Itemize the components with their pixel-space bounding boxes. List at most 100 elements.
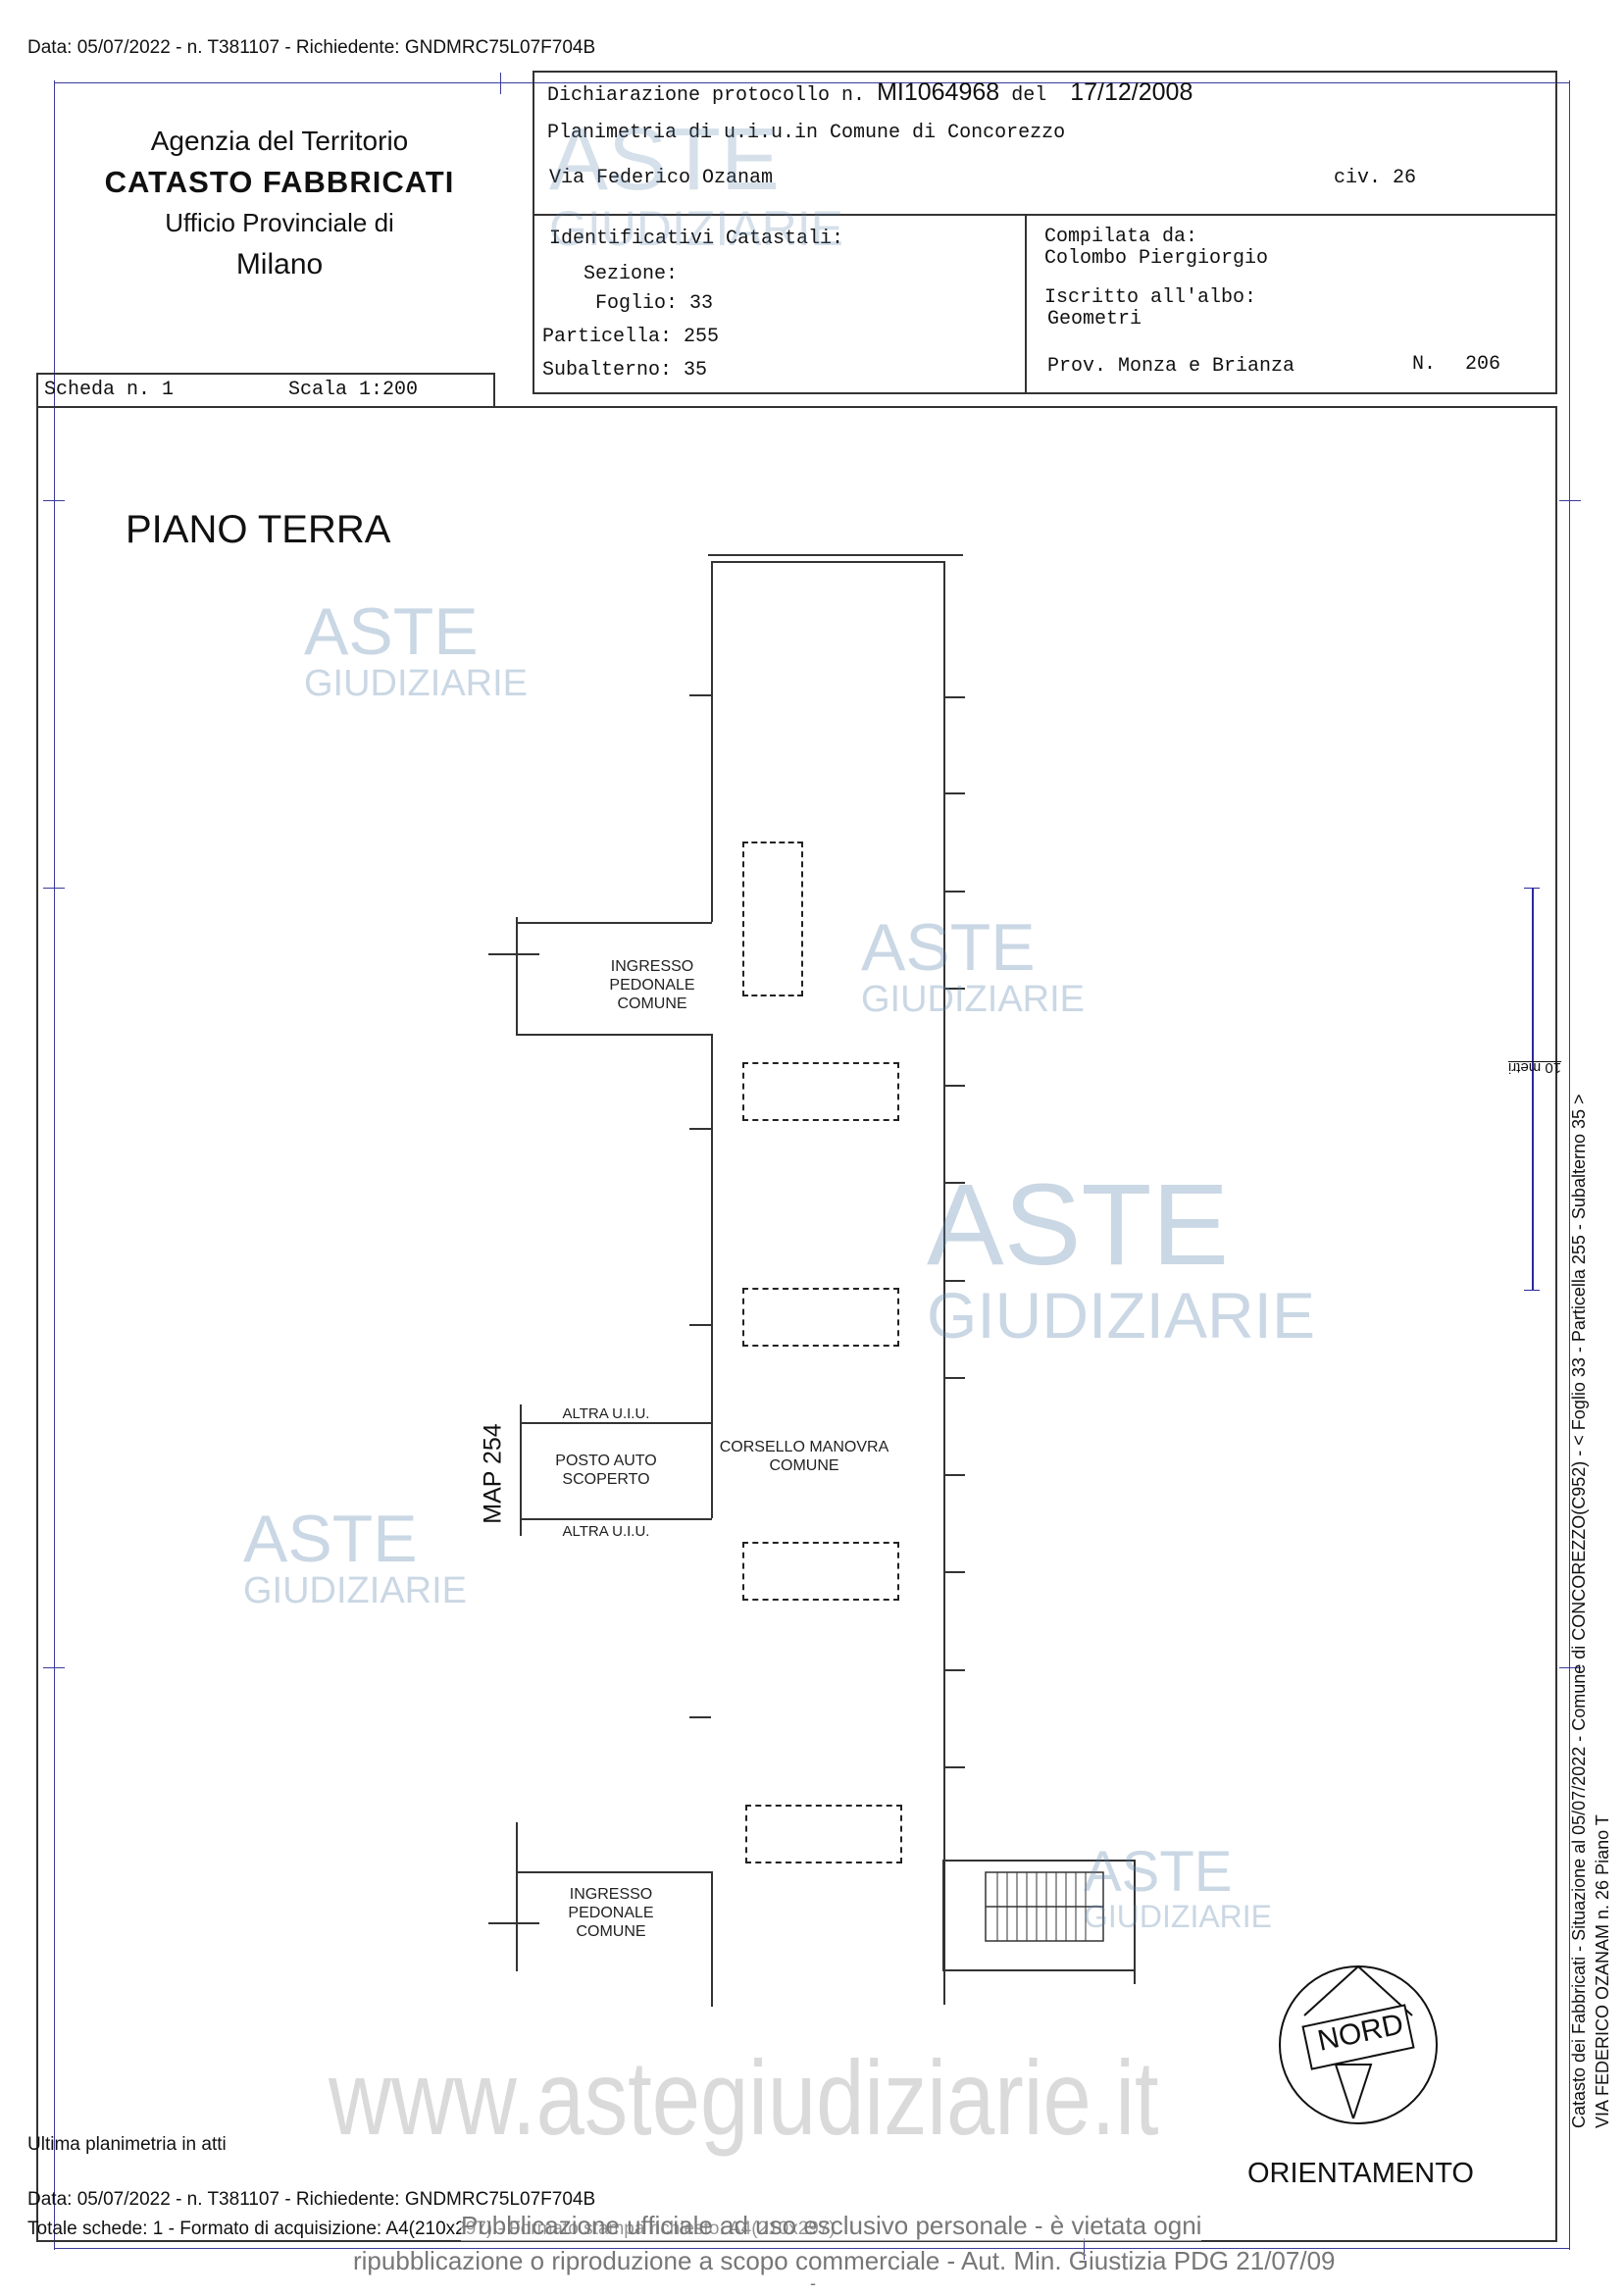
wm-giudiziarie: GIUDIZIARIE xyxy=(927,1279,1316,1352)
parking-space xyxy=(742,1542,899,1601)
wm-aste: ASTE xyxy=(549,111,781,209)
wm-aste: ASTE xyxy=(927,1160,1230,1290)
ufficio-label: Ufficio Provinciale di xyxy=(165,208,394,237)
frame-mark xyxy=(1559,1667,1581,1668)
ingresso-top-label: INGRESSO PEDONALE COMUNE xyxy=(588,957,716,1013)
posto-auto-label: POSTO AUTO SCOPERTO xyxy=(537,1452,675,1489)
protocol-line: Dichiarazione protocollo n. MI1064968 de… xyxy=(547,78,1193,107)
albo-value: Geometri xyxy=(1047,308,1142,331)
scale-bar-cap xyxy=(1524,1290,1540,1291)
gate-mark xyxy=(488,953,539,955)
agency-name: Agenzia del Territorio xyxy=(150,126,409,156)
frame-mark xyxy=(43,500,65,501)
ingresso-bottom-line1: INGRESSO xyxy=(569,1886,653,1903)
wm-aste: ASTE xyxy=(243,1502,418,1576)
parking-space xyxy=(745,1805,902,1863)
watermark-logo: ASTE GIUDIZIARIE xyxy=(1084,1844,1272,1933)
corsello-label: CORSELLO MANOVRA COMUNE xyxy=(706,1438,902,1475)
tick xyxy=(943,1669,965,1671)
foglio-value: 33 xyxy=(689,292,714,315)
office-city: Milano xyxy=(235,248,324,281)
parking-space xyxy=(742,842,803,996)
corsello-line1: CORSELLO MANOVRA xyxy=(719,1439,889,1455)
altra-uiu-bottom-wall xyxy=(520,1518,712,1520)
frame-top-blue xyxy=(54,82,1569,83)
ingresso-bottom-top-wall xyxy=(516,1871,712,1873)
tick xyxy=(943,988,965,990)
gate-mark xyxy=(488,1922,539,1924)
ingresso-bottom-label: INGRESSO PEDONALE COMUNE xyxy=(547,1885,675,1941)
tick xyxy=(943,1474,965,1476)
tick xyxy=(943,891,965,893)
header-divider xyxy=(533,214,1557,216)
scale-bar-cap xyxy=(1524,888,1540,889)
watermark-logo: ASTE GIUDIZIARIE xyxy=(304,598,528,702)
civ-number: 26 xyxy=(1393,167,1417,189)
wm-aste: ASTE xyxy=(304,594,479,669)
corridor-right-wall xyxy=(943,561,945,2005)
ingresso-bottom-left-wall xyxy=(516,1822,518,1971)
compass-icon xyxy=(1279,1964,1438,2124)
corridor-left-wall-lower xyxy=(711,1871,713,2007)
wm-aste: ASTE xyxy=(861,910,1036,985)
footer-dash: - xyxy=(810,2273,816,2293)
particella-label: Particella: xyxy=(542,326,673,348)
n-row: N. 206 xyxy=(1412,353,1500,376)
side-text-line1: Catasto dei Fabbricati - Situazione al 0… xyxy=(1569,1094,1589,2128)
subalterno-label: Subalterno: xyxy=(542,359,673,382)
civ-label: civ. xyxy=(1334,167,1382,189)
frame-left-blue xyxy=(54,80,55,2250)
scheda-scale: Scala 1:200 xyxy=(288,379,419,401)
subalterno-row: Subalterno: 35 xyxy=(542,359,707,382)
protocol-label: Dichiarazione protocollo n. xyxy=(547,84,866,107)
watermark-logo: ASTE GIUDIZIARIE xyxy=(549,116,843,253)
posto-auto-line1: POSTO AUTO xyxy=(555,1453,657,1469)
pub-line2: ripubblicazione o riproduzione a scopo c… xyxy=(353,2246,1336,2275)
ingresso-top-line3: COMUNE xyxy=(617,995,687,1012)
compass-orientamento: ORIENTAMENTO xyxy=(1247,2158,1474,2189)
compilata-label: Compilata da: xyxy=(1044,226,1198,248)
particella-row: Particella: 255 xyxy=(542,326,719,348)
foglio-label: Foglio: xyxy=(595,292,679,315)
ingresso-bottom-wall xyxy=(516,1034,712,1036)
parking-space xyxy=(742,1062,899,1121)
ingresso-bottom-line2: PEDONALE xyxy=(568,1905,654,1921)
map-label: MAP 254 xyxy=(479,1423,507,1524)
street-line: Via Federico Ozanam xyxy=(549,167,774,189)
header-box xyxy=(533,71,1557,394)
ingresso-left-wall xyxy=(516,917,518,1035)
particella-value: 255 xyxy=(684,326,720,348)
tick xyxy=(943,1377,965,1379)
watermark-site: www.astegiudiziarie.it xyxy=(329,2038,1159,2157)
stairs-icon xyxy=(942,1860,1136,1984)
watermark-logo: ASTE GIUDIZIARIE xyxy=(927,1167,1315,1348)
protocol-date: 17/12/2008 xyxy=(1070,78,1193,106)
prov-row: Prov. Monza e Brianza xyxy=(1047,355,1294,378)
tick xyxy=(943,1085,965,1087)
albo-label: Iscritto all'albo: xyxy=(1044,286,1257,309)
scale-bar xyxy=(1532,888,1534,1290)
tick xyxy=(943,1280,965,1282)
civ-line: civ. 26 xyxy=(1334,167,1416,189)
identifiers-title: Identificativi Catastali: xyxy=(549,228,844,250)
tick xyxy=(943,1766,965,1768)
pub-line1: Pubblicazione ufficiale ad uso esclusivo… xyxy=(461,2211,1202,2241)
ingresso-top-line2: PEDONALE xyxy=(609,977,695,994)
ultima-planimetria: Ultima planimetria in atti xyxy=(27,2134,227,2155)
top-data-line: Data: 05/07/2022 - n. T381107 - Richiede… xyxy=(27,37,596,58)
n-value: 206 xyxy=(1465,353,1501,376)
frame-bottom-blue xyxy=(54,2248,1569,2249)
frame-mark xyxy=(43,1667,65,1668)
frame-mark xyxy=(1559,500,1581,501)
side-text-line2: VIA FEDERICO OZANAM n. 26 Piano T xyxy=(1593,1814,1612,2128)
compiler-name: Colombo Piergiorgio xyxy=(1044,247,1269,270)
ingresso-top-line1: INGRESSO xyxy=(610,958,694,975)
tick xyxy=(943,696,965,698)
drawing-frame xyxy=(36,406,1557,2242)
tick xyxy=(689,1716,711,1718)
frame-mark xyxy=(1084,2238,1085,2260)
subalterno-value: 35 xyxy=(684,359,708,382)
header-vdivider xyxy=(1025,214,1027,394)
frame-mark xyxy=(500,73,501,94)
footer-data-line: Data: 05/07/2022 - n. T381107 - Richiede… xyxy=(27,2189,596,2210)
